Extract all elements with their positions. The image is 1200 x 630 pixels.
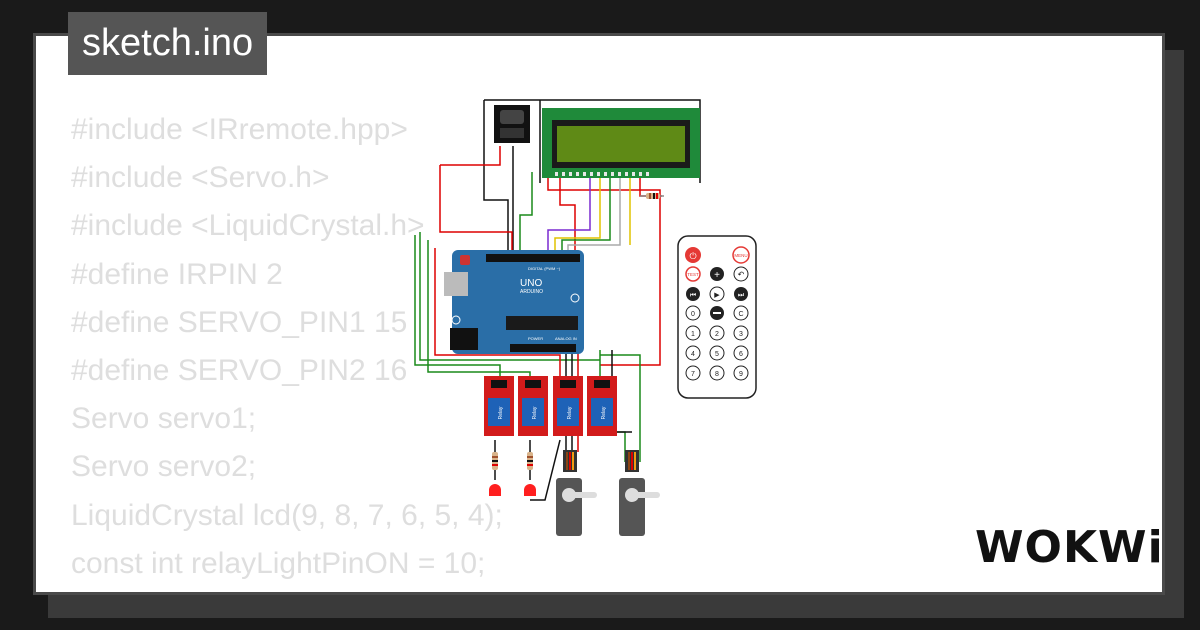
code-line: #define SERVO_PIN2 16	[71, 354, 408, 388]
file-title: sketch.ino	[68, 12, 268, 75]
relay-module-1[interactable]: Relay	[484, 376, 514, 436]
remote-key-label: 6	[739, 351, 743, 358]
remote-key-2[interactable]	[709, 325, 725, 341]
wokwi-logo: WOKWi	[975, 522, 1164, 573]
relay-module-2[interactable]: Relay	[518, 376, 548, 436]
relay-module-3[interactable]: Relay	[553, 376, 583, 436]
remote-key-label: 7	[691, 371, 695, 378]
remote-key-label: 4	[691, 351, 695, 358]
red-led-1[interactable]	[489, 484, 501, 496]
code-line: #include <IRremote.hpp>	[71, 113, 408, 146]
menu-button[interactable]	[732, 246, 750, 264]
code-line: Servo servo2;	[71, 450, 257, 484]
remote-key-1[interactable]	[685, 325, 701, 341]
test-button[interactable]	[685, 266, 701, 282]
servo-motor-2[interactable]	[619, 450, 660, 536]
code-line: #include <LiquidCrystal.h>	[71, 209, 425, 243]
remote-key-label: 1	[691, 331, 695, 338]
servo-motor-1[interactable]	[556, 450, 597, 536]
test-button-label: TEST	[687, 272, 699, 277]
power-button[interactable]	[685, 247, 701, 263]
digital-pins-label: DIGITAL (PWM ~)	[528, 266, 561, 271]
play-icon: ▶	[714, 292, 720, 299]
resistor[interactable]	[640, 193, 664, 199]
code-line: LiquidCrystal lcd(9, 8, 7, 6, 5, 4);	[71, 498, 503, 532]
code-preview: #include <IRremote.hpp> #include <Servo.h…	[71, 106, 503, 588]
remote-key-label: 8	[715, 371, 719, 378]
code-line: Servo servo1;	[71, 402, 257, 436]
rewind-button[interactable]	[686, 287, 700, 301]
menu-button-label: MENU	[734, 253, 747, 258]
board-model-text: UNO	[520, 278, 542, 289]
remote-key-0[interactable]	[685, 305, 701, 321]
forward-icon: ⏭	[738, 292, 745, 299]
remote-key-6[interactable]	[733, 345, 749, 361]
relay-module-4[interactable]: Relay	[587, 376, 617, 436]
remote-key-5[interactable]	[709, 345, 725, 361]
remote-key-7[interactable]	[685, 365, 701, 381]
plus-button[interactable]	[710, 267, 724, 281]
arduino-uno-board[interactable]: UNO ARDUINO DIGITAL (PWM ~) ANALOG IN PO…	[444, 250, 584, 354]
relay-label: Relay	[498, 406, 504, 419]
code-line: #include <Servo.h>	[71, 161, 330, 195]
ir-remote[interactable]: ⏻ MENU TEST + ↶ ⏮ ▶ ⏭ 0 C 1 2 3 4 5 6 7	[677, 235, 757, 399]
remote-key-label: 2	[715, 331, 719, 338]
code-line: const int relayLightPinON = 10;	[71, 546, 486, 580]
remote-key-8[interactable]	[709, 365, 725, 381]
play-button[interactable]	[709, 286, 725, 302]
relay-label: Relay	[532, 406, 538, 419]
rewind-icon: ⏮	[690, 292, 696, 299]
power-pins-label: POWER	[528, 336, 543, 341]
remote-key-label: C	[738, 311, 743, 318]
board-brand-text: ARDUINO	[520, 289, 543, 295]
code-line: #define IRPIN 2	[71, 257, 283, 291]
remote-key-label: 9	[739, 371, 743, 378]
back-button[interactable]	[733, 266, 749, 282]
red-led-2[interactable]	[524, 484, 536, 496]
remote-key-4[interactable]	[685, 345, 701, 361]
analog-pins-label: ANALOG IN	[555, 336, 577, 341]
plus-button-label: +	[714, 270, 720, 281]
remote-key-label: 0	[691, 311, 695, 318]
back-icon: ↶	[738, 270, 745, 279]
relay-label: Relay	[601, 406, 607, 419]
remote-key-c[interactable]	[733, 305, 749, 321]
minus-icon	[713, 312, 721, 314]
led-resistor-2[interactable]	[527, 452, 533, 470]
forward-button[interactable]	[734, 287, 748, 301]
lcd-display[interactable]	[542, 108, 700, 178]
remote-key-label: 5	[715, 351, 719, 358]
remote-key-9[interactable]	[733, 365, 749, 381]
remote-key-3[interactable]	[733, 325, 749, 341]
remote-key-label: 3	[739, 331, 743, 338]
code-line: #define SERVO_PIN1 15	[71, 305, 408, 339]
relay-label: Relay	[567, 406, 573, 419]
ir-receiver[interactable]	[494, 105, 530, 143]
led-resistor-1[interactable]	[492, 452, 498, 470]
power-icon: ⏻	[689, 251, 696, 261]
